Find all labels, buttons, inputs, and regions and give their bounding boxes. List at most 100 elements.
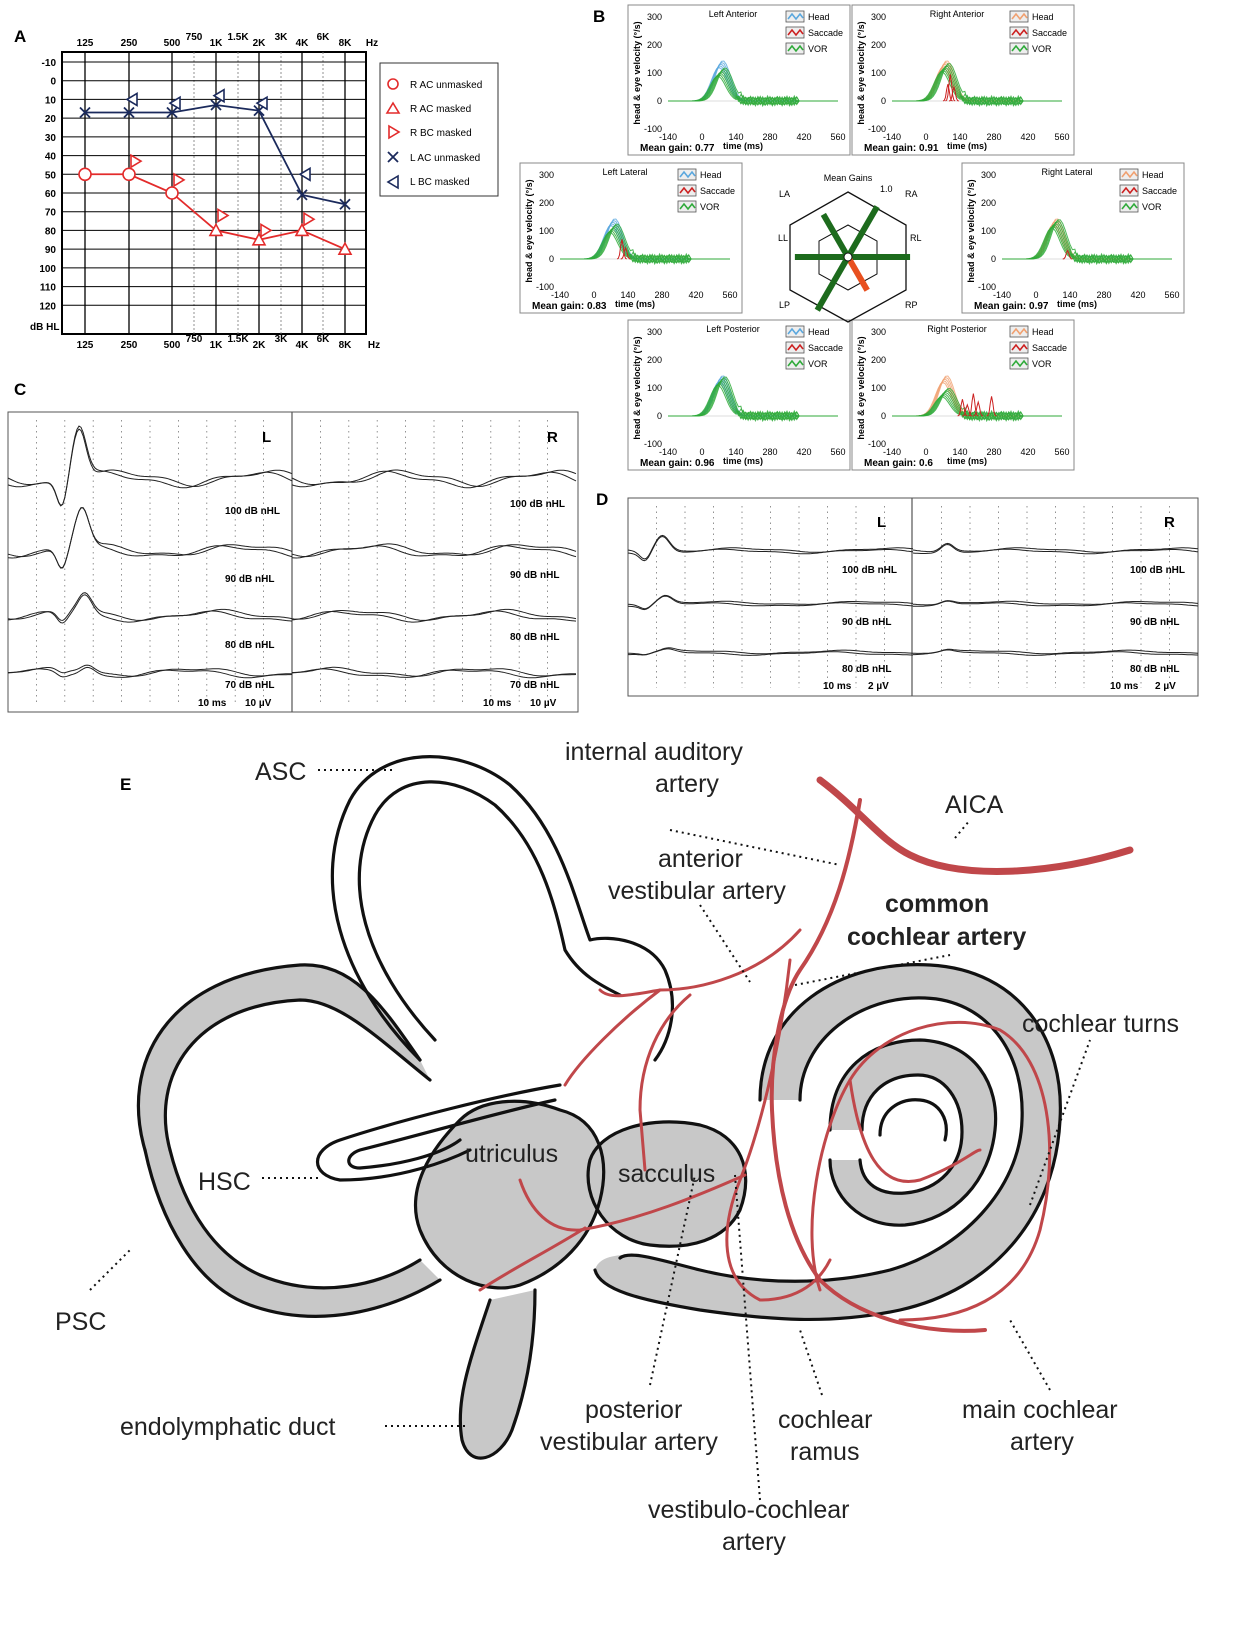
vhit-y-axis-label: head & eye velocity (°/s) (856, 336, 866, 439)
legend-wave-icon (787, 359, 804, 368)
vhit-x-tick: 420 (1020, 132, 1035, 142)
legend-label: Head (1142, 170, 1164, 180)
gain-bar-rp (845, 255, 870, 292)
vhit-x-tick: 280 (986, 132, 1001, 142)
db-label: 120 (39, 301, 56, 312)
x-symbol-icon (387, 151, 399, 163)
legend-l-bc-masked: L BC masked (386, 174, 470, 190)
vhit-y-tick: 200 (981, 198, 996, 208)
saccade-trace (616, 239, 627, 260)
legend-wave-icon (787, 28, 804, 37)
gain-label-rp: RP (905, 300, 918, 310)
legend-label: Saccade (1142, 186, 1177, 196)
vhit-legend-saccade: Saccade (1009, 341, 1067, 354)
vhit-x-axis-label: time (ms) (723, 456, 763, 466)
vemp-level-right-90: 90 dB nHL (1130, 617, 1179, 628)
waveform-trace (628, 648, 913, 656)
anterior-vestibular-branch (638, 993, 692, 1172)
label-sacculus: sacculus (618, 1160, 715, 1188)
legend-label: VOR (1142, 202, 1162, 212)
saccade-trace (945, 74, 956, 102)
gain-label-la: LA (779, 189, 790, 199)
waveform-trace (8, 664, 292, 677)
waveform-trace (291, 470, 577, 489)
legend-wave-icon (1011, 44, 1028, 53)
sacculus-body (588, 1121, 746, 1247)
label-aica: AICA (945, 791, 1004, 819)
vhit-x-tick: 0 (923, 132, 928, 142)
vhit-y-tick: 100 (647, 383, 662, 393)
vhit-x-tick: 420 (796, 447, 811, 457)
vhit-legend-vor: VOR (1009, 357, 1052, 370)
bottom-freq-label: 500 (164, 340, 181, 351)
psc-band (138, 964, 440, 1317)
psc-inner-upper (163, 998, 432, 1152)
right-bracket-marker (217, 208, 230, 223)
mean-gains-title: Mean Gains (824, 173, 873, 183)
gain-bars (794, 205, 911, 312)
audiogram-grid (62, 52, 366, 334)
saccade-trace (1062, 249, 1073, 260)
series-r-ac-unmasked (78, 167, 179, 200)
saccade-trace (968, 393, 979, 417)
db-label: 70 (45, 208, 57, 219)
label-internal-auditory-artery-1: internal auditory (565, 738, 743, 766)
psc-outer-lower (143, 1148, 442, 1318)
vhit-y-tick: 100 (647, 68, 662, 78)
vemp-level-left-100: 100 dB nHL (842, 565, 897, 576)
vhit-x-tick: -140 (883, 132, 901, 142)
db-label: 30 (45, 133, 57, 144)
abr-scale-amp-left: 10 µV (245, 698, 272, 709)
db-label: 90 (45, 245, 57, 256)
panel-letter-c: C (14, 380, 26, 399)
series-r-bc-masked (130, 153, 316, 238)
vhit-legend-head: Head (785, 325, 830, 338)
anterior-vestibular-branch-2 (563, 988, 662, 1087)
legend-label: VOR (1032, 359, 1052, 369)
legend-label: Head (808, 12, 830, 22)
vhit-y-tick: 100 (539, 226, 554, 236)
arteries (478, 776, 1134, 1333)
top-freq-label: 750 (186, 32, 203, 43)
x-marker (210, 99, 222, 111)
vhit-x-axis-label: time (ms) (947, 456, 987, 466)
legend-label: Head (1032, 327, 1054, 337)
vemp-panel: D L R 100 dB nHL 90 dB nHL 80 dB nHL 100… (596, 490, 1199, 697)
vhit-x-axis-label: time (ms) (615, 299, 655, 309)
label-anterior-vestibular-artery-2: vestibular artery (608, 877, 786, 905)
vhit-y-tick: 300 (647, 327, 662, 337)
vhit-x-tick: 140 (728, 132, 743, 142)
vemp-level-left-90: 90 dB nHL (842, 617, 891, 628)
label-cochlear-ramus-2: ramus (790, 1438, 859, 1466)
label-common-cochlear-artery-1: common (885, 890, 989, 918)
legend-label: L BC masked (410, 177, 470, 188)
bottom-freq-label: 1K (210, 340, 224, 351)
top-freq-label: 125 (77, 38, 94, 49)
leader-psc (89, 1249, 131, 1291)
posterior-vestibular-branch (478, 1226, 587, 1292)
vhit-x-tick: 0 (923, 447, 928, 457)
vhit-frame (519, 162, 743, 314)
triangle-marker (294, 222, 310, 237)
vhit-y-axis-label: head & eye velocity (°/s) (856, 21, 866, 124)
vor-trace (668, 376, 838, 423)
anterior-vestibular-artery-vessel (598, 928, 802, 998)
waveform-trace (627, 535, 914, 562)
waveform-trace (912, 542, 1199, 553)
abr-level-right-80: 80 dB nHL (510, 632, 559, 643)
vemp-scale-time-right: 10 ms (1110, 681, 1139, 692)
vor-trace (892, 388, 1062, 423)
db-label: -10 (42, 58, 57, 69)
vhit-x-tick: 0 (699, 447, 704, 457)
label-posterior-vestibular-artery-2: vestibular artery (540, 1428, 718, 1456)
vhit-plot-title: Left Lateral (602, 167, 647, 177)
vhit-y-tick: 300 (981, 170, 996, 180)
vhit-x-tick: 420 (688, 290, 703, 300)
abr-level-left-100: 100 dB nHL (225, 506, 280, 517)
vhit-x-tick: 560 (1054, 132, 1069, 142)
vhit-y-tick: 100 (981, 226, 996, 236)
